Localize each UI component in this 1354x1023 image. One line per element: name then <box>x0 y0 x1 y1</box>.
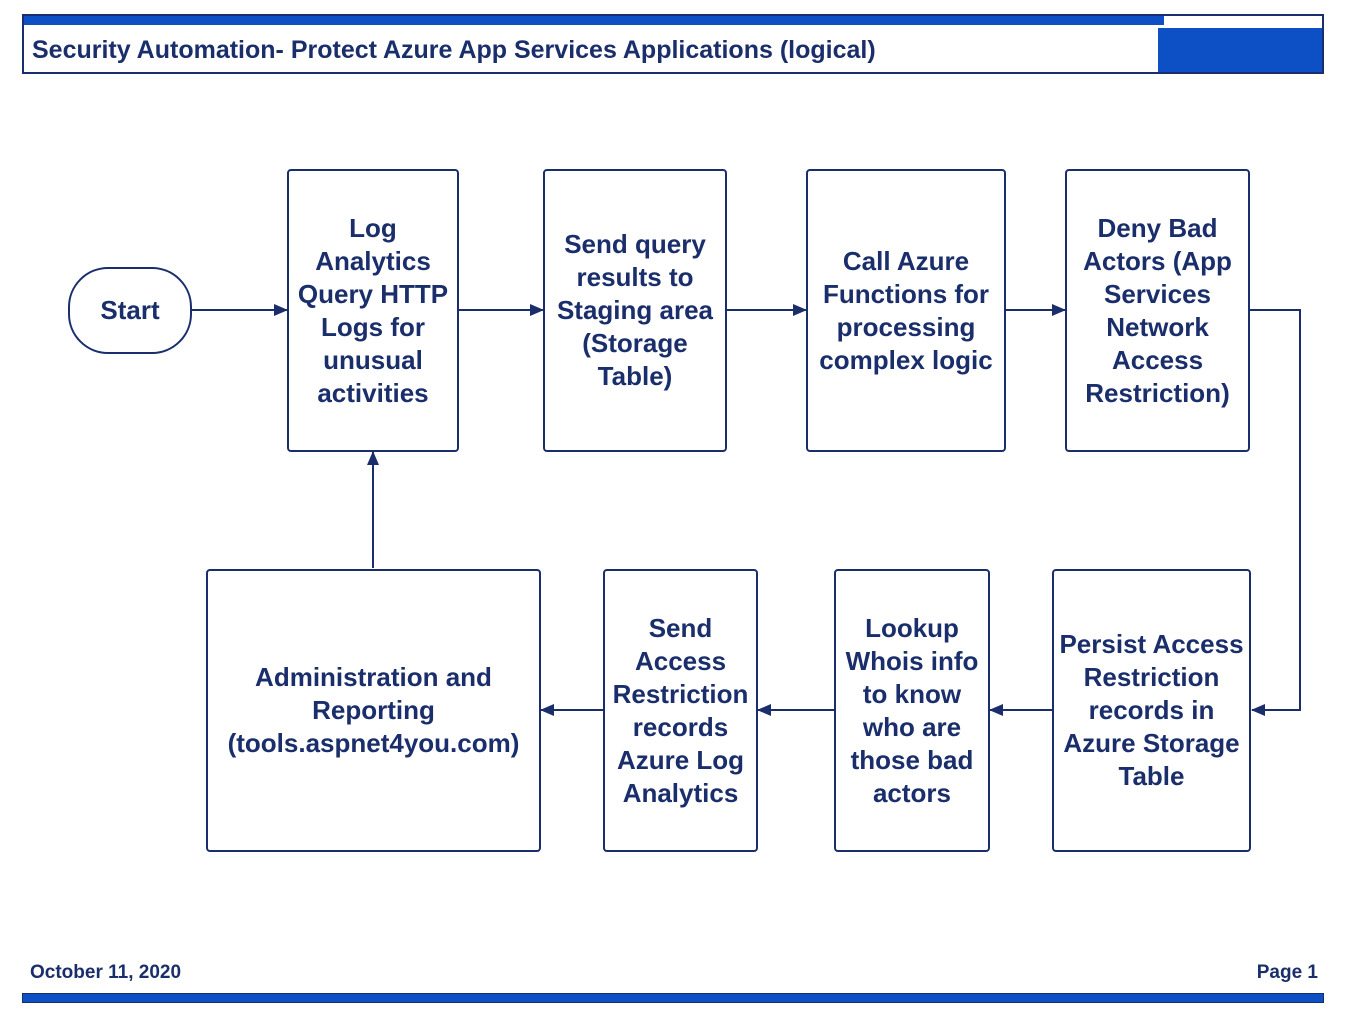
call-functions-node-label: Call Azure Functions for processing comp… <box>819 245 993 375</box>
header-accent-block <box>1158 28 1322 72</box>
footer-date: October 11, 2020 <box>30 962 182 983</box>
persist-records-node-label: Persist Access Restriction records in Az… <box>1059 629 1244 791</box>
deny-bad-actors-node: Deny Bad Actors (App Services Network Ac… <box>1065 169 1250 452</box>
page-header: Security Automation- Protect Azure App S… <box>22 14 1324 74</box>
start-node: Start <box>68 267 192 354</box>
edge-deny-to-persist <box>1250 309 1301 716</box>
persist-records-node: Persist Access Restriction records in Az… <box>1052 569 1251 852</box>
lookup-whois-node-label: Lookup Whois info to know who are those … <box>845 612 979 808</box>
send-query-node-label: Send query results to Staging area (Stor… <box>556 229 714 391</box>
call-functions-node: Call Azure Functions for processing comp… <box>806 169 1006 452</box>
admin-reporting-node: Administration and Reporting (tools.aspn… <box>206 569 541 852</box>
send-records-node-label: Send Access Restriction records Azure Lo… <box>612 612 749 808</box>
log-analytics-node: Log Analytics Query HTTP Logs for unusua… <box>287 169 459 452</box>
lookup-whois-node: Lookup Whois info to know who are those … <box>834 569 990 852</box>
footer-bar <box>22 993 1324 1003</box>
admin-reporting-node-label: Administration and Reporting (tools.aspn… <box>227 662 520 758</box>
send-records-node: Send Access Restriction records Azure Lo… <box>603 569 758 852</box>
header-accent-bar <box>24 16 1164 25</box>
log-analytics-node-label: Log Analytics Query HTTP Logs for unusua… <box>297 212 449 408</box>
deny-bad-actors-node-label: Deny Bad Actors (App Services Network Ac… <box>1083 212 1232 408</box>
send-query-node: Send query results to Staging area (Stor… <box>543 169 727 452</box>
footer-page-number: Page 1 <box>1256 962 1318 983</box>
start-node-label: Start <box>100 295 160 325</box>
page-title: Security Automation- Protect Azure App S… <box>32 36 876 64</box>
